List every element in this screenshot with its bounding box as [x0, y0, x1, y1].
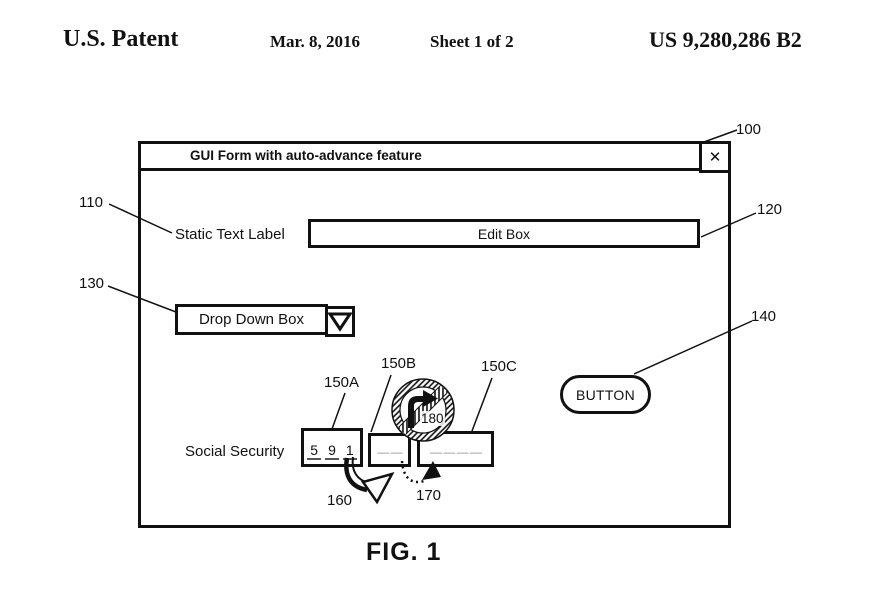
ref-label-window: 100	[736, 121, 761, 138]
ssn-field-b-placeholder: — —	[371, 445, 408, 459]
dropdown-box: Drop Down Box	[175, 304, 328, 335]
ref-label-ssn-a: 150A	[324, 374, 359, 391]
dropdown-arrow-button	[325, 306, 355, 337]
ssn-field-c-placeholder: — — — —	[420, 445, 491, 459]
patent-header-label: U.S. Patent	[63, 26, 178, 53]
social-security-label: Social Security	[185, 443, 284, 460]
close-button: ✕	[699, 141, 731, 173]
figure-caption: FIG. 1	[366, 538, 441, 567]
ref-label-no-advance: 180	[420, 411, 445, 426]
window-title: GUI Form with auto-advance feature	[190, 148, 422, 163]
ssn-field-c: — — — —	[417, 431, 494, 467]
button-label: BUTTON	[576, 387, 635, 403]
ref-label-edit-box: 120	[757, 201, 782, 218]
ref-label-focus-arrow: 170	[416, 487, 441, 504]
gui-form-window: GUI Form with auto-advance feature ✕ Sta…	[138, 141, 731, 528]
ssn-digit-1: 5	[307, 443, 321, 460]
ssn-digit-3: 1	[343, 443, 357, 460]
ref-label-button: 140	[751, 308, 776, 325]
edit-box-label: Edit Box	[478, 226, 530, 242]
button-control: BUTTON	[560, 375, 651, 414]
patent-sheet-number: Sheet 1 of 2	[430, 32, 514, 52]
ssn-digit-2: 9	[325, 443, 339, 460]
close-icon: ✕	[709, 148, 722, 166]
patent-number: US 9,280,286 B2	[649, 27, 802, 53]
ref-label-ssn-b: 150B	[381, 355, 416, 372]
ssn-field-a: 591	[301, 428, 363, 467]
patent-date: Mar. 8, 2016	[270, 32, 360, 52]
ref-label-advance-arrow: 160	[327, 492, 352, 509]
chevron-down-icon	[328, 310, 352, 333]
ref-label-dropdown: 130	[79, 275, 104, 292]
dropdown-label: Drop Down Box	[199, 311, 304, 328]
ssn-field-b: — —	[368, 433, 411, 467]
edit-box-field: Edit Box	[308, 219, 700, 248]
window-titlebar: GUI Form with auto-advance feature	[138, 141, 731, 171]
static-text-label: Static Text Label	[175, 226, 285, 243]
ref-label-ssn-c: 150C	[481, 358, 517, 375]
ref-label-static-text: 110	[79, 194, 103, 211]
